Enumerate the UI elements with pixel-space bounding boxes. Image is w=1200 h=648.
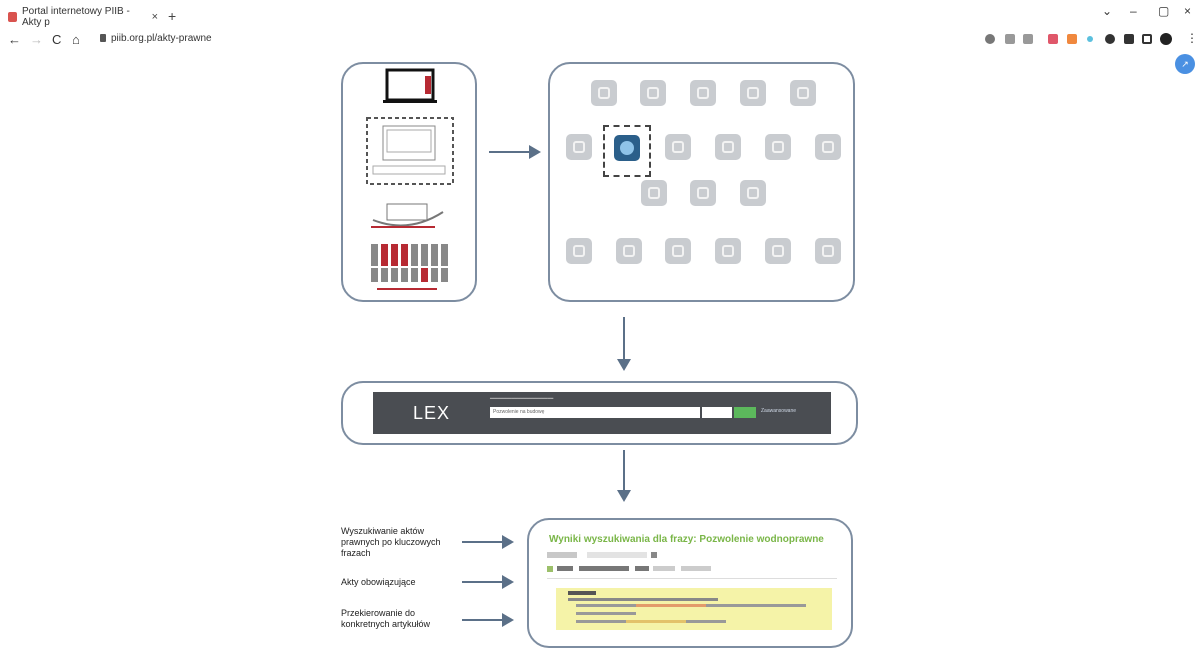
mail-icon[interactable] bbox=[640, 80, 666, 106]
results-title: Wyniki wyszukiwania dla frazy: Pozwoleni… bbox=[549, 534, 824, 545]
label-article-redirect: Przekierowanie do konkretnych artykułów bbox=[341, 608, 431, 629]
lex-advanced-link[interactable]: Zaawansowane bbox=[761, 408, 797, 414]
label-current-acts: Akty obowiązujące bbox=[341, 577, 416, 587]
tab-search-icon[interactable]: ⌄ bbox=[1102, 4, 1113, 18]
results-highlight-block bbox=[556, 588, 832, 630]
maximize-button[interactable]: ▢ bbox=[1158, 4, 1170, 18]
menu-dots-icon[interactable]: ⋮ bbox=[1186, 31, 1198, 45]
lex-scope-select[interactable] bbox=[702, 407, 732, 418]
extension-search-icon[interactable] bbox=[1105, 34, 1115, 44]
browser-tab[interactable]: Portal internetowy PIIB - Akty p × bbox=[8, 6, 158, 28]
chart-icon[interactable] bbox=[715, 238, 741, 264]
extension-red-icon[interactable] bbox=[1048, 34, 1058, 44]
card-icon[interactable] bbox=[566, 134, 592, 160]
profile-avatar-icon[interactable] bbox=[1160, 33, 1172, 45]
stats-icon[interactable] bbox=[566, 238, 592, 264]
arrow-keyword-search bbox=[462, 535, 514, 549]
check-icon[interactable] bbox=[765, 238, 791, 264]
extensions-puzzle-icon[interactable] bbox=[1124, 34, 1134, 44]
user-search-icon[interactable] bbox=[690, 80, 716, 106]
label-keyword-search: Wyszukiwanie aktów prawnych po kluczowyc… bbox=[341, 526, 441, 558]
back-button[interactable]: ← bbox=[8, 32, 21, 47]
tablet-icon[interactable] bbox=[616, 238, 642, 264]
arrow-article-redirect bbox=[462, 613, 514, 627]
lex-hint: ━━━━━━━━━━━━━━━━━━━━━ bbox=[490, 396, 554, 402]
new-tab-button[interactable]: + bbox=[168, 8, 177, 24]
left-panel bbox=[341, 62, 477, 302]
tab-title: Portal internetowy PIIB - Akty p bbox=[21, 6, 130, 28]
tab-close-icon[interactable]: × bbox=[151, 11, 158, 23]
lex-search-button[interactable] bbox=[734, 407, 756, 418]
home-icon[interactable] bbox=[591, 80, 617, 106]
bookmark-star-icon[interactable] bbox=[1023, 34, 1033, 44]
list-icon[interactable] bbox=[815, 238, 841, 264]
settings-icon[interactable] bbox=[715, 134, 741, 160]
arrow-current-acts bbox=[462, 575, 514, 589]
building-icon[interactable] bbox=[815, 134, 841, 160]
sidebar-icon[interactable] bbox=[1142, 34, 1152, 44]
address-bar[interactable]: piib.org.pl/akty-prawne bbox=[100, 33, 212, 44]
home-button[interactable]: ⌂ bbox=[72, 32, 80, 47]
share-icon[interactable] bbox=[1005, 34, 1015, 44]
results-filters bbox=[547, 552, 837, 579]
extension-dot-icon[interactable] bbox=[1087, 36, 1093, 42]
globe-icon bbox=[614, 135, 640, 161]
close-window-button[interactable]: × bbox=[1184, 4, 1192, 18]
group-icon[interactable] bbox=[641, 180, 667, 206]
help-icon[interactable] bbox=[665, 238, 691, 264]
extension-icon[interactable] bbox=[985, 34, 995, 44]
chat-icon[interactable] bbox=[790, 80, 816, 106]
arrow-to-lex bbox=[617, 317, 631, 371]
translate-icon[interactable]: ↗ bbox=[1175, 54, 1195, 74]
reload-button[interactable]: C bbox=[52, 32, 62, 47]
arrow-to-results bbox=[617, 450, 631, 502]
url-text: piib.org.pl/akty-prawne bbox=[111, 33, 212, 44]
lex-search-input[interactable]: Pozwolenie na budowę bbox=[490, 407, 700, 418]
person-icon[interactable] bbox=[690, 180, 716, 206]
lex-logo: LEX bbox=[413, 403, 451, 423]
extension-orange-icon[interactable] bbox=[1067, 34, 1077, 44]
selected-legal-acts-icon[interactable] bbox=[603, 125, 651, 177]
favicon-icon bbox=[8, 12, 17, 22]
lex-search-bar: LEX ━━━━━━━━━━━━━━━━━━━━━ Pozwolenie na … bbox=[373, 392, 831, 434]
calendar-icon[interactable] bbox=[765, 134, 791, 160]
lock-icon bbox=[100, 34, 106, 42]
minimize-button[interactable]: – bbox=[1130, 4, 1137, 18]
forward-button[interactable]: → bbox=[30, 32, 43, 47]
document-icon[interactable] bbox=[740, 80, 766, 106]
arrow-to-icons bbox=[489, 145, 541, 159]
results-text-lines bbox=[568, 591, 806, 623]
left-panel-illustration bbox=[366, 68, 454, 290]
browser-tab-strip: Portal internetowy PIIB - Akty p × + ⌄ –… bbox=[0, 0, 1200, 30]
lock-icon[interactable] bbox=[740, 180, 766, 206]
warning-icon[interactable] bbox=[665, 134, 691, 160]
